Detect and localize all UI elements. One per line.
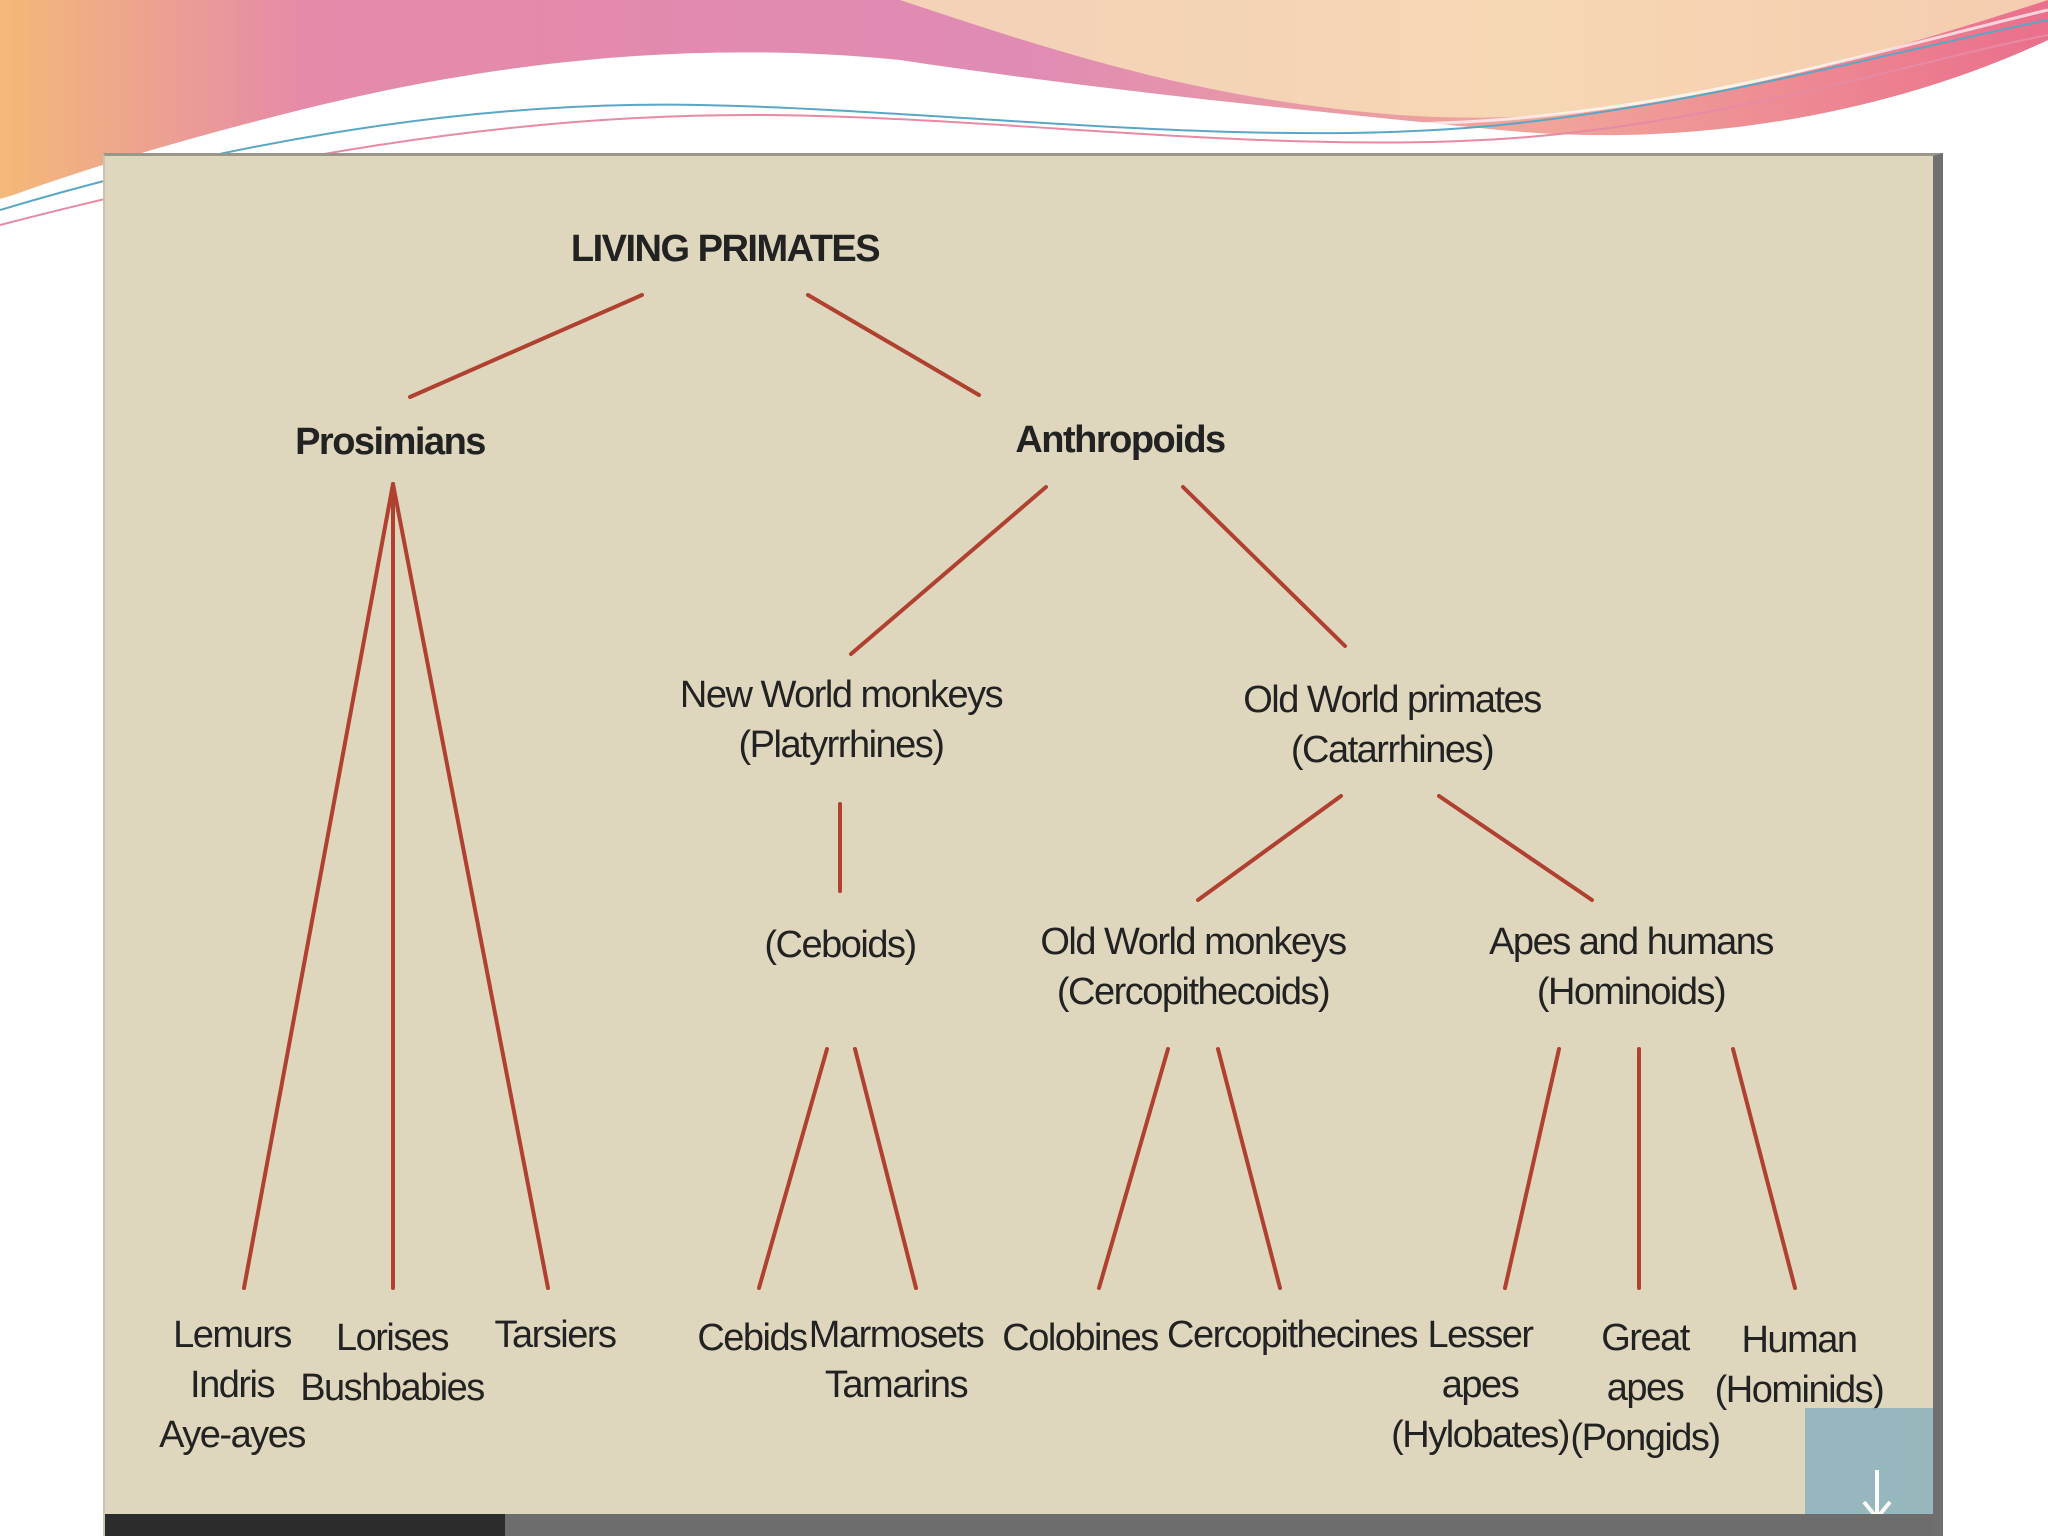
leaf-label-line: Lorises xyxy=(336,1317,449,1359)
node-apes-and-humans: Apes and humans (Hominoids) xyxy=(1489,917,1774,1017)
leaf-label-line: apes xyxy=(1606,1367,1685,1409)
leaf-label-line: apes xyxy=(1441,1364,1520,1406)
node-label-line: New World monkeys xyxy=(679,674,1004,716)
line-ceboids-cebids xyxy=(757,1047,829,1290)
node-ceboids: (Ceboids) xyxy=(764,924,917,966)
leaf-tarsiers: Tarsiers xyxy=(494,1314,617,1356)
leaf-label-line: Lemurs xyxy=(173,1314,292,1356)
leaf-label-line: Lesser xyxy=(1427,1314,1534,1356)
diagram-panel: LIVING PRIMATES Prosimians Anthropoids N… xyxy=(103,153,1943,1536)
root-title: LIVING PRIMATES xyxy=(570,228,881,270)
line-ceboids-marmosets xyxy=(853,1047,918,1290)
leaf-great-apes: Great apes (Pongids) xyxy=(1570,1313,1721,1463)
line-anthropoids-newworld xyxy=(849,485,1048,656)
leaf-label-line: (Hylobates) xyxy=(1391,1414,1570,1456)
line-apes-human xyxy=(1731,1047,1797,1290)
line-owmonkeys-colobines xyxy=(1097,1047,1170,1290)
leaf-label-line: Marmosets xyxy=(808,1314,985,1356)
node-label-line: Apes and humans xyxy=(1489,921,1774,963)
leaf-lorises: Lorises Bushbabies xyxy=(300,1313,485,1413)
line-apes-lesser xyxy=(1503,1047,1561,1290)
node-label-line: Old World monkeys xyxy=(1040,921,1347,963)
node-label-line: (Cercopithecoids) xyxy=(1056,971,1331,1013)
node-label-line: (Hominoids) xyxy=(1536,971,1727,1013)
line-oldworld-owmonkeys xyxy=(1196,794,1343,902)
leaf-label-line: Aye-ayes xyxy=(159,1414,306,1456)
leaf-label-line: Human xyxy=(1741,1319,1857,1361)
line-prosimians-tarsiers xyxy=(391,482,550,1290)
node-old-world-primates: Old World primates (Catarrhines) xyxy=(1243,675,1542,775)
leaf-label-line: Indris xyxy=(190,1364,275,1406)
line-root-prosimians xyxy=(408,293,644,399)
leaf-cebids: Cebids xyxy=(697,1317,808,1359)
node-anthropoids: Anthropoids xyxy=(1015,419,1226,461)
leaf-cercopithecines: Cercopithecines xyxy=(1167,1314,1418,1356)
node-old-world-monkeys: Old World monkeys (Cercopithecoids) xyxy=(1040,917,1347,1017)
node-prosimians: Prosimians xyxy=(295,421,486,463)
line-owmonkeys-cercopithecines xyxy=(1216,1047,1282,1290)
leaf-label-line: Tamarins xyxy=(824,1364,969,1406)
line-prosimians-lemurs xyxy=(242,482,395,1290)
header-wave-decoration xyxy=(0,0,2048,226)
scrollbar-thumb[interactable] xyxy=(105,1514,505,1536)
horizontal-scrollbar[interactable] xyxy=(105,1514,1933,1536)
leaf-label-line: Bushbabies xyxy=(300,1367,485,1409)
leaf-label-line: (Hominids) xyxy=(1714,1369,1885,1411)
leaf-label-line: (Pongids) xyxy=(1570,1417,1721,1459)
node-label-line: (Catarrhines) xyxy=(1290,729,1495,771)
node-new-world-monkeys: New World monkeys (Platyrrhines) xyxy=(679,670,1004,770)
leaf-lesser-apes: Lesser apes (Hylobates) xyxy=(1391,1310,1570,1460)
leaf-colobines: Colobines xyxy=(1002,1317,1159,1359)
line-oldworld-apes xyxy=(1437,794,1594,902)
leaf-human: Human (Hominids) xyxy=(1714,1315,1885,1415)
leaf-marmosets: Marmosets Tamarins xyxy=(808,1310,985,1410)
leaf-lemurs: Lemurs Indris Aye-ayes xyxy=(159,1310,306,1460)
line-root-anthropoids xyxy=(806,293,981,397)
leaf-label-line: Great xyxy=(1601,1317,1690,1359)
node-label-line: Old World primates xyxy=(1243,679,1542,721)
node-label-line: (Platyrrhines) xyxy=(738,724,945,766)
line-anthropoids-oldworld xyxy=(1181,485,1347,648)
tree-connector-lines xyxy=(242,293,1797,1290)
